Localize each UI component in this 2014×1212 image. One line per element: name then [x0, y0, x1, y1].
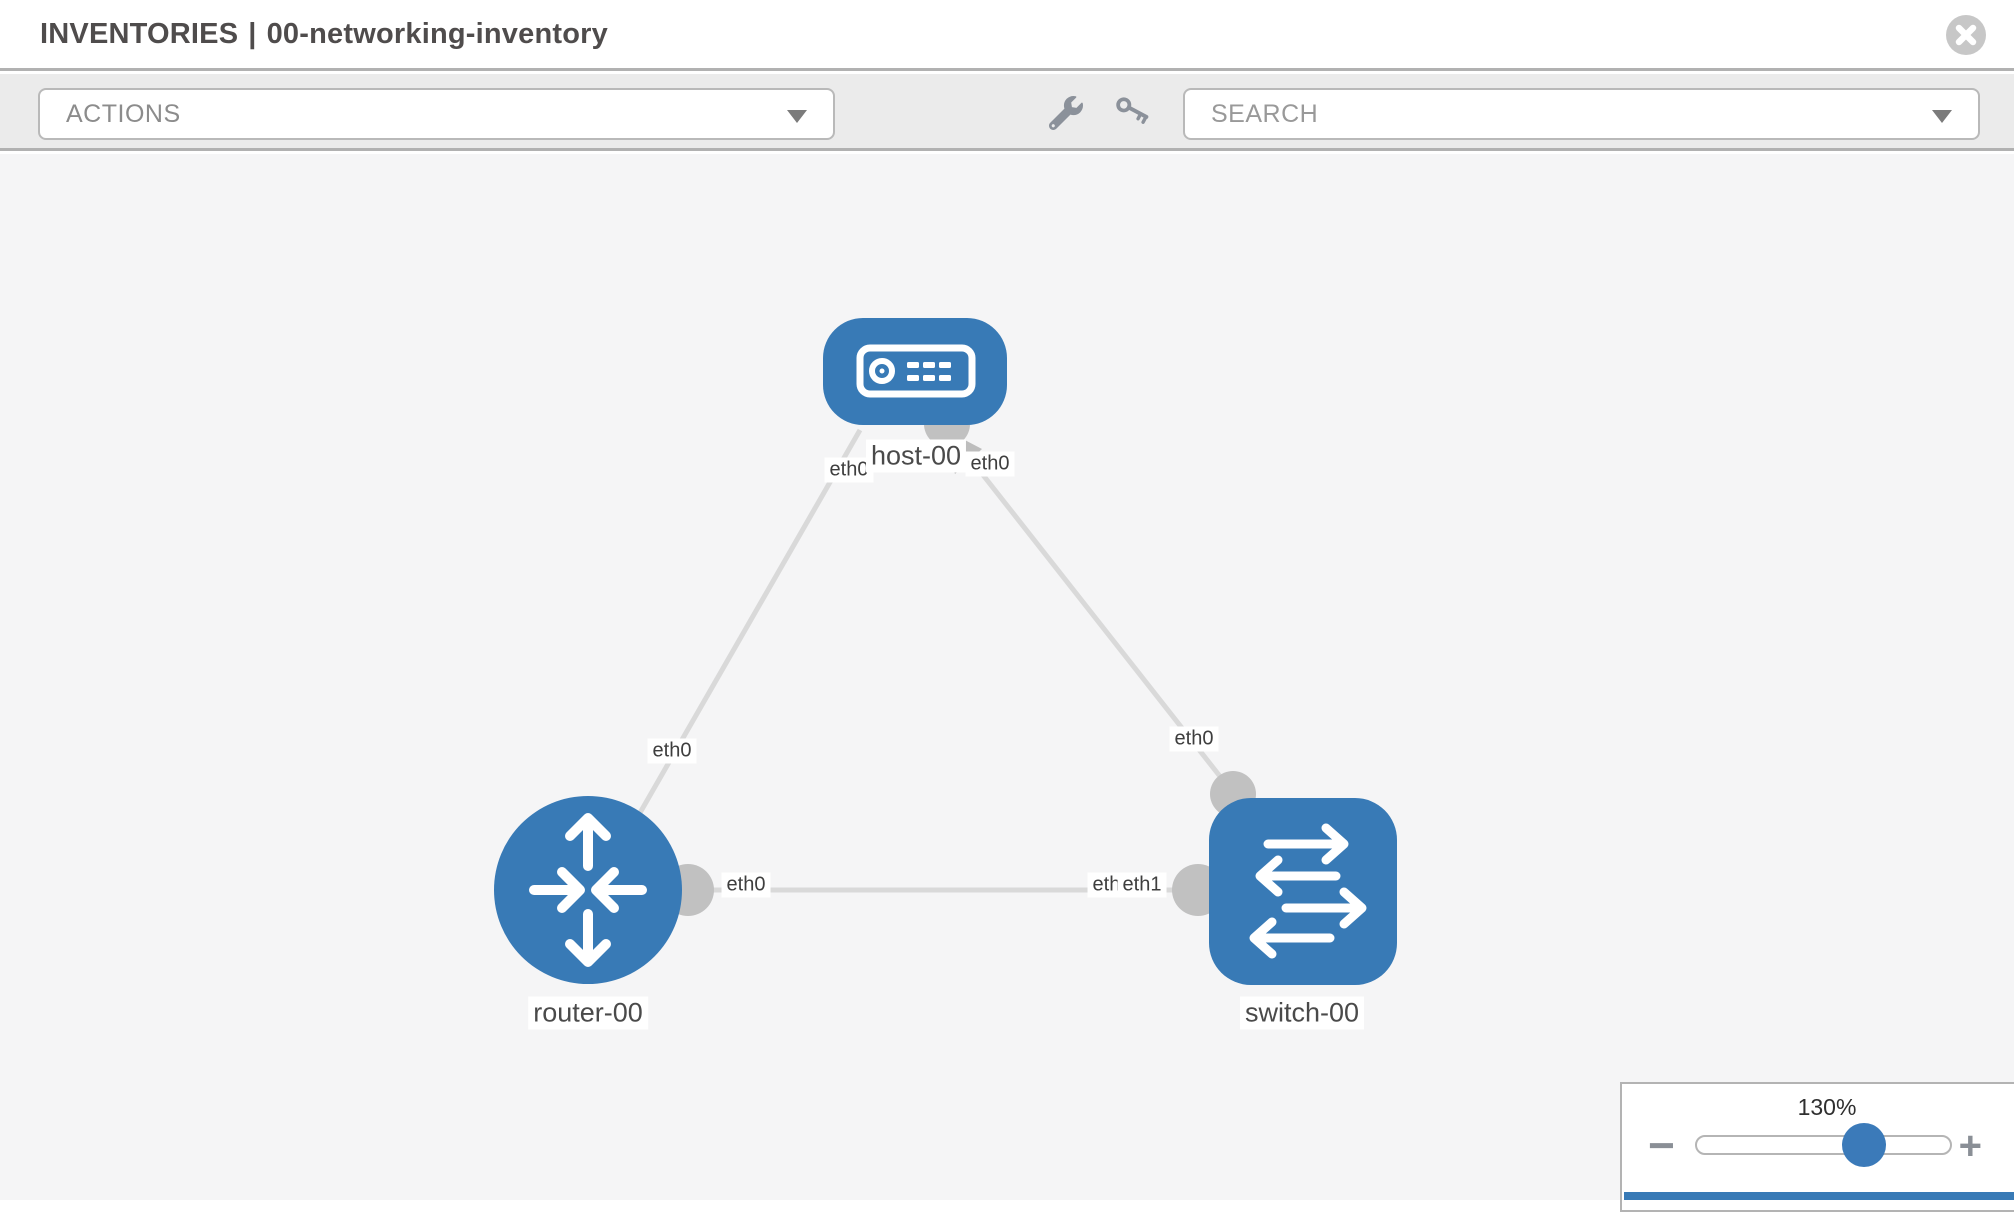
inventory-name: 00-networking-inventory — [266, 18, 608, 50]
close-button[interactable] — [1946, 15, 1986, 55]
interface-label: eth0 — [1169, 726, 1219, 752]
topology-canvas[interactable]: eth0 host-00 eth0 eth0 eth0 eth0 eth0 et… — [0, 154, 2014, 1200]
close-icon — [1955, 24, 1977, 46]
interface-label: eth0 — [647, 738, 697, 764]
zoom-slider-track[interactable] — [1695, 1135, 1952, 1155]
breadcrumb-separator: | — [248, 18, 257, 50]
interface-label: eth0 — [965, 451, 1015, 477]
footer-accent-strip — [1624, 1192, 2014, 1200]
search-dropdown-label: SEARCH — [1211, 99, 1319, 128]
interface-label: eth1 — [1117, 872, 1167, 898]
zoom-panel: 130% − + — [1620, 1082, 2014, 1212]
interface-label: eth0 — [721, 872, 771, 898]
node-label-host: host-00 — [865, 439, 967, 473]
toolbar: ACTIONS SEARCH — [0, 74, 2014, 151]
breadcrumb-section: INVENTORIES — [40, 18, 239, 50]
interface-label: eth0 — [824, 457, 874, 483]
topology-graph — [494, 318, 1397, 985]
switch-icon — [1249, 823, 1367, 959]
zoom-in-button[interactable]: + — [1958, 1124, 1982, 1168]
key-icon — [1116, 97, 1149, 124]
actions-dropdown-label: ACTIONS — [66, 99, 181, 128]
configure-tool-button[interactable] — [1045, 92, 1087, 134]
router-icon — [529, 813, 647, 967]
node-host[interactable] — [823, 318, 1007, 425]
node-router[interactable] — [494, 796, 682, 984]
zoom-level-text: 130% — [1797, 1094, 1857, 1120]
header-bar: INVENTORIES | 00-networking-inventory — [0, 0, 2014, 71]
chevron-down-icon — [1932, 110, 1952, 123]
search-dropdown[interactable]: SEARCH — [1183, 88, 1980, 140]
actions-dropdown[interactable]: ACTIONS — [38, 88, 835, 140]
zoom-out-button[interactable]: − — [1648, 1119, 1675, 1171]
wrench-icon — [1049, 96, 1083, 130]
chevron-down-icon — [787, 110, 807, 123]
page-title: INVENTORIES | 00-networking-inventory — [40, 18, 608, 51]
credentials-tool-button[interactable] — [1112, 92, 1154, 134]
node-label-router: router-00 — [528, 996, 648, 1030]
host-icon — [856, 344, 976, 398]
zoom-slider-handle[interactable] — [1842, 1123, 1886, 1167]
node-switch[interactable] — [1209, 798, 1397, 985]
node-label-switch: switch-00 — [1239, 996, 1365, 1030]
